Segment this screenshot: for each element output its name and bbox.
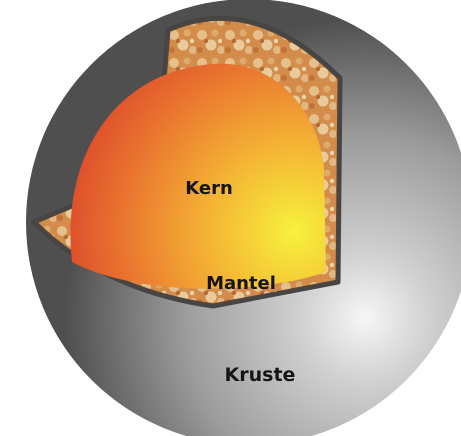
core-label: Kern — [185, 178, 233, 199]
mantle-label: Mantel — [206, 273, 276, 294]
crust-label: Kruste — [225, 364, 296, 386]
